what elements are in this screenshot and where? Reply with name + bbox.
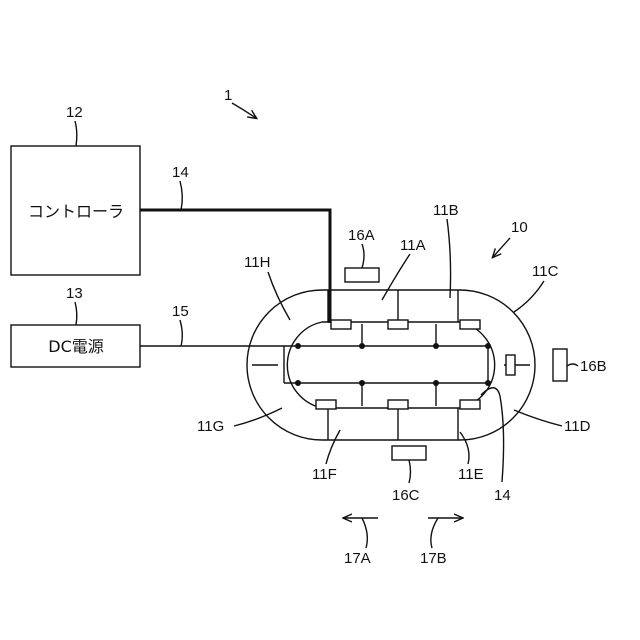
segment-11f-label: 11F: [312, 466, 337, 483]
device-ref-leader: [493, 238, 510, 257]
dc-power-label: DC電源: [48, 337, 104, 356]
direction-left-leader: [362, 518, 367, 548]
signal-line: [140, 210, 330, 323]
segment-11a-leader: [382, 254, 410, 300]
sensor-16a-label: 16A: [348, 227, 375, 244]
sensor-16b-label: 16B: [580, 358, 607, 375]
sensor-16c-leader: [409, 460, 411, 483]
direction-right-label: 17B: [420, 550, 447, 567]
junction-dot: [433, 343, 439, 349]
junction-dot: [485, 380, 491, 386]
inner-wire-ref-leader: [481, 388, 504, 482]
module-bottom-2: [388, 400, 408, 409]
power-line-ref-leader: [180, 320, 182, 346]
junction-dot: [295, 343, 301, 349]
junction-dot: [359, 343, 365, 349]
dc-power-ref-label: 13: [66, 285, 83, 302]
system-ref-leader: [232, 103, 256, 118]
signal-line-ref-label: 14: [172, 164, 189, 181]
segment-11h-leader: [268, 272, 290, 320]
sensor-16a-leader: [362, 244, 364, 268]
sensor-16b: [553, 349, 567, 381]
power-line-ref-label: 15: [172, 303, 189, 320]
module-bottom-1: [316, 400, 336, 409]
module-bottom-3: [460, 400, 480, 409]
system-ref-label: 1: [224, 87, 232, 104]
sensor-16b-leader: [567, 364, 578, 366]
sensor-16c: [392, 446, 426, 460]
inner-ring: [287, 322, 494, 408]
module-top-3: [460, 320, 480, 329]
segment-11e-leader: [460, 432, 469, 464]
segment-11e-label: 11E: [458, 466, 484, 483]
junction-dot: [295, 380, 301, 386]
device-ref-label: 10: [511, 219, 528, 236]
outer-ring: [247, 290, 535, 440]
segment-11c-label: 11C: [532, 263, 559, 280]
module-right: [506, 355, 515, 375]
controller-ref-label: 12: [66, 104, 83, 121]
segment-11c-leader: [514, 281, 544, 312]
dc-power-ref-leader: [75, 302, 77, 325]
segment-11d-leader: [514, 410, 562, 426]
segment-11b-leader: [447, 219, 451, 298]
direction-right-leader: [431, 518, 438, 548]
signal-line-ref-leader: [180, 181, 182, 210]
junction-dot: [433, 380, 439, 386]
segment-11g-label: 11G: [197, 418, 224, 435]
controller-ref-leader: [75, 121, 77, 146]
module-top-2: [388, 320, 408, 329]
module-top-1: [331, 320, 351, 329]
direction-left-label: 17A: [344, 550, 371, 567]
segment-11a-label: 11A: [400, 237, 426, 254]
segment-11h-label: 11H: [244, 254, 270, 271]
sensor-16a: [345, 268, 379, 282]
sensor-16c-label: 16C: [392, 487, 420, 504]
junction-dot: [485, 343, 491, 349]
controller-label: コントローラ: [28, 202, 124, 221]
junction-dot: [359, 380, 365, 386]
inner-wire-ref-label: 14: [494, 487, 511, 504]
segment-11d-label: 11D: [564, 418, 591, 435]
segment-11b-label: 11B: [433, 202, 459, 219]
